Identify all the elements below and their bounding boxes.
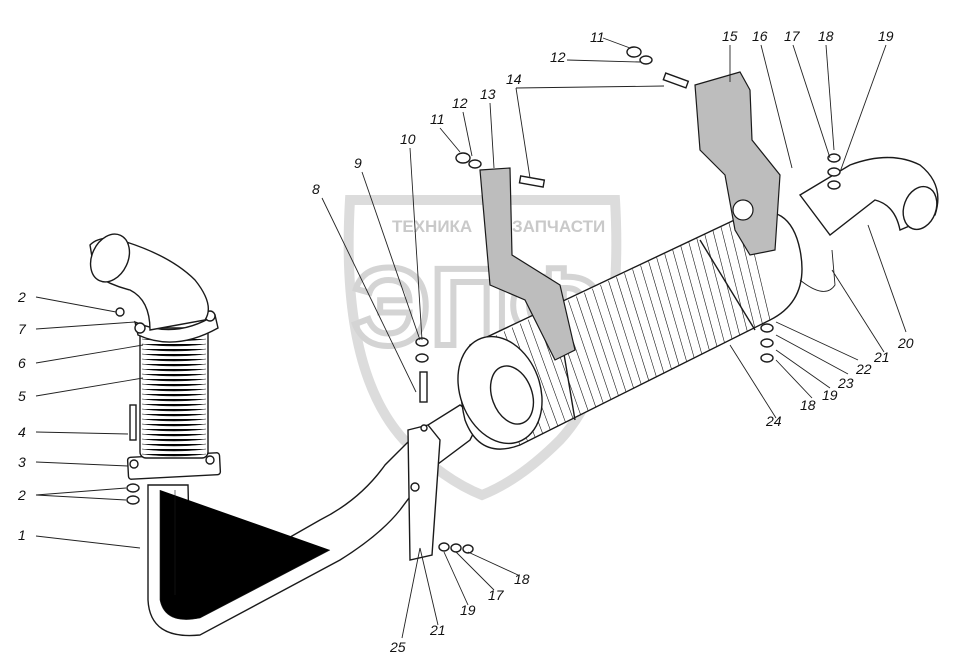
- hose-corrugation: [141, 453, 207, 457]
- callout-10: 10: [400, 131, 416, 147]
- hose-corrugation: [141, 378, 207, 382]
- callout-11: 11: [590, 29, 605, 45]
- hose-corrugation: [141, 348, 207, 352]
- hose-corrugation: [141, 423, 207, 427]
- callout-14: 14: [506, 71, 522, 87]
- muffler-hatch-line: [600, 284, 634, 389]
- callout-6: 6: [18, 355, 26, 371]
- callout-12: 12: [550, 49, 566, 65]
- callout-3: 3: [18, 454, 26, 470]
- hose-corrugation: [141, 403, 207, 407]
- callout-23: 23: [837, 375, 854, 391]
- callout-17: 17: [784, 28, 801, 44]
- muffler-hatch-line: [672, 249, 703, 355]
- muffler-bracket: [479, 167, 576, 361]
- callout-4: 4: [18, 424, 26, 440]
- callout-5: 5: [18, 388, 26, 404]
- callout-21: 21: [873, 349, 890, 365]
- callouts: 1 2 2 3 4 5 6 7 8 9 10 11 11 12 12 13 14…: [17, 28, 914, 655]
- callout-20: 20: [897, 335, 914, 351]
- callout-19: 19: [822, 387, 838, 403]
- muffler-hatch-line: [728, 222, 756, 328]
- hose-corrugation: [141, 433, 207, 437]
- muffler-hatch-line: [688, 242, 718, 347]
- callout-8: 8: [312, 181, 320, 197]
- hose-corrugation: [141, 388, 207, 392]
- muffler-hatch-line: [592, 288, 627, 393]
- hose-corrugation: [141, 393, 207, 397]
- muffler-hatch-line: [664, 253, 695, 358]
- pipe-flange: [126, 404, 222, 505]
- callout-2: 2: [17, 289, 26, 305]
- callout-18: 18: [514, 571, 530, 587]
- hose-corrugation: [141, 408, 207, 412]
- callout-7: 7: [18, 321, 27, 337]
- muffler-hatch-line: [648, 261, 680, 366]
- tail-pipe: [798, 156, 939, 236]
- hose-corrugation: [141, 438, 207, 442]
- callout-15: 15: [722, 28, 738, 44]
- hose-corrugation: [141, 373, 207, 377]
- lower-hanger: [407, 424, 441, 561]
- callout-17: 17: [488, 587, 505, 603]
- callout-19: 19: [460, 602, 476, 618]
- muffler-hatch-line: [584, 292, 619, 396]
- muffler-hatch-line: [568, 300, 604, 404]
- watermark-right-text: ЗАПЧАСТИ: [512, 217, 605, 236]
- callout-13: 13: [480, 86, 496, 102]
- callout-22: 22: [855, 361, 872, 377]
- hose-corrugation: [141, 443, 207, 447]
- muffler-hatch-line: [632, 269, 665, 374]
- callout-9: 9: [354, 155, 362, 171]
- muffler-hatch-line: [656, 257, 687, 362]
- muffler-hatch-line: [624, 273, 657, 377]
- muffler-hatch-line: [704, 234, 733, 339]
- callout-1: 1: [18, 527, 26, 543]
- callout-12: 12: [452, 95, 468, 111]
- hanger-rod: [799, 249, 836, 292]
- muffler: [457, 210, 803, 450]
- callout-16: 16: [752, 28, 768, 44]
- hose-corrugation: [141, 418, 207, 422]
- callout-11: 11: [430, 111, 445, 127]
- leader-lines: [35, 37, 907, 639]
- flexible-hose: [139, 327, 209, 459]
- muffler-hatch-line: [616, 277, 650, 381]
- muffler-hatch-line: [519, 323, 559, 427]
- muffler-hatch-line: [720, 226, 748, 332]
- callout-24: 24: [765, 413, 782, 429]
- hose-corrugation: [141, 428, 207, 432]
- callout-19: 19: [878, 28, 894, 44]
- muffler-hatch-line: [576, 296, 612, 400]
- muffler-hatch-line: [527, 319, 566, 423]
- muffler-hatch-line: [608, 280, 642, 385]
- muffler-hatch-line: [696, 238, 725, 343]
- callout-18: 18: [800, 397, 816, 413]
- watermark-left-text: ТЕХНИКА: [392, 217, 472, 236]
- hose-corrugation: [141, 413, 207, 417]
- callout-2: 2: [17, 487, 26, 503]
- inlet-elbow: [89, 233, 209, 331]
- hose-corrugation: [141, 368, 207, 372]
- callout-25: 25: [389, 639, 406, 655]
- hose-corrugation: [141, 353, 207, 357]
- hose-corrugation: [141, 383, 207, 387]
- hose-corrugation: [141, 398, 207, 402]
- hose-corrugation: [141, 343, 207, 347]
- muffler-hatch-line: [680, 245, 710, 351]
- callout-21: 21: [429, 622, 446, 638]
- callout-18: 18: [818, 28, 834, 44]
- hose-corrugation: [141, 363, 207, 367]
- muffler-hatch-line: [640, 265, 672, 370]
- hose-corrugation: [141, 448, 207, 452]
- hose-corrugation: [141, 358, 207, 362]
- rear-bracket: [694, 71, 781, 256]
